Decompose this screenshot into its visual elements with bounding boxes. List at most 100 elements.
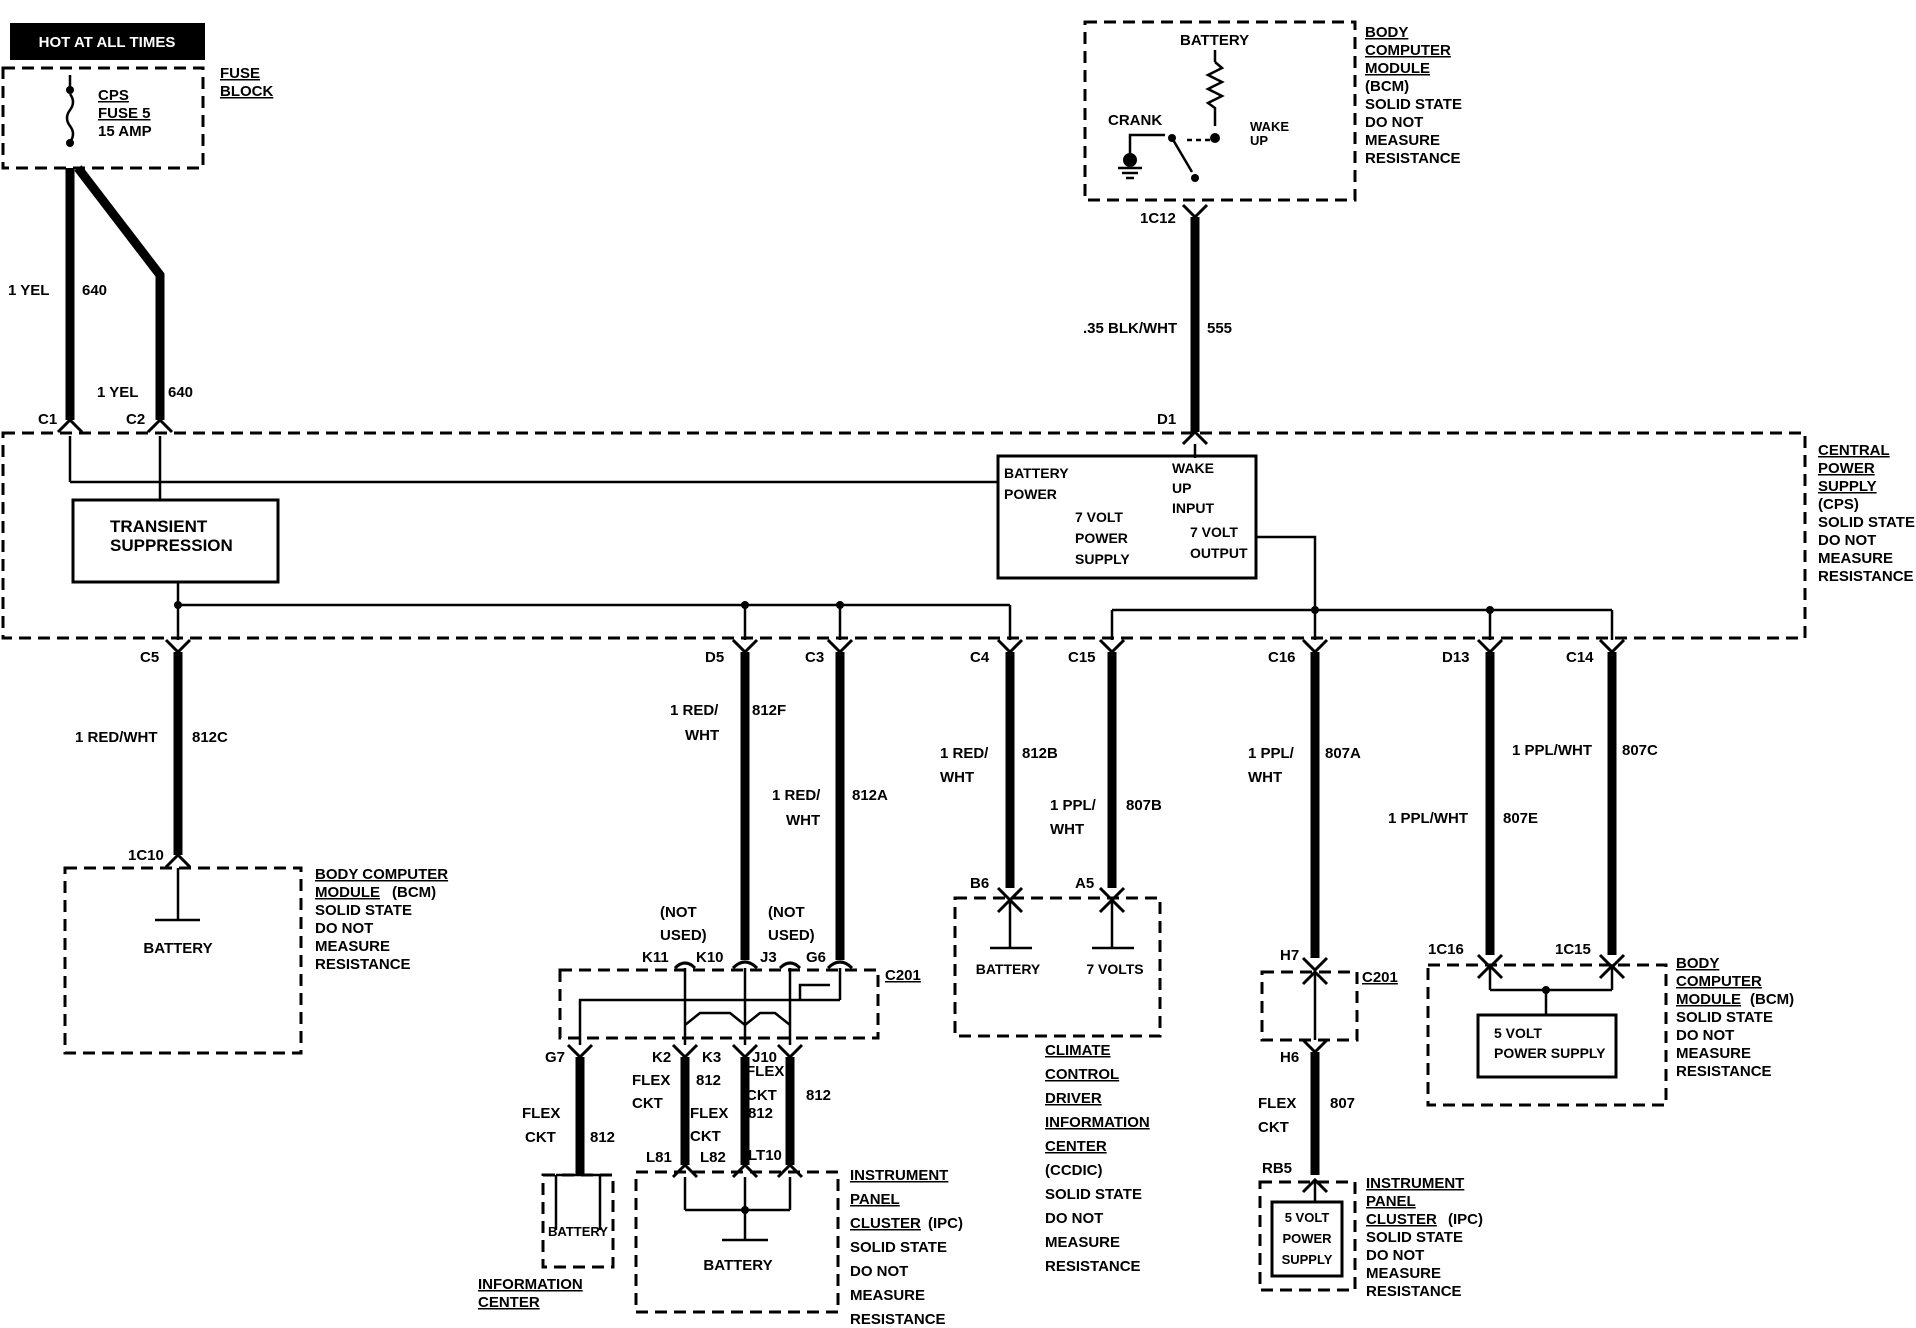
ccdic-info-2: SOLID STATE: [1045, 1186, 1142, 1203]
cps-info-1: (CPS): [1818, 496, 1859, 513]
ccdic: BATTERY 7 VOLTS CLIMATE CONTROL DRIVER I…: [953, 896, 1162, 1275]
wire1-circuit: 640: [82, 282, 107, 299]
ccdic-pin-b6: B6: [970, 875, 989, 892]
wire812b-gauge-2: WHT: [940, 769, 974, 786]
pin-j10: J10: [752, 1049, 777, 1066]
transient-label-1: TRANSIENT: [110, 517, 208, 536]
wires-812f-812a: 1 RED/ WHT 812F 1 RED/ WHT 812A: [670, 652, 888, 960]
transient-label-2: SUPPRESSION: [110, 536, 233, 555]
wake-input-3: INPUT: [1172, 500, 1214, 516]
fuse-label-3: 15 AMP: [98, 123, 152, 140]
pin-k11: K11: [642, 949, 669, 966]
bcm-left-title-2: MODULE: [315, 884, 380, 901]
ipc-left-title-3: CLUSTER: [850, 1215, 921, 1232]
conn-d13: D13: [1442, 649, 1470, 666]
bcm-top-info-5: RESISTANCE: [1365, 150, 1461, 167]
cps-title-1: CENTRAL: [1818, 442, 1890, 459]
c201-right-label: C201: [1362, 969, 1398, 986]
wire807c-gauge: 1 PPL/WHT: [1512, 742, 1592, 759]
ipc-right-title-3: CLUSTER: [1366, 1211, 1437, 1228]
ccdic-info-5: RESISTANCE: [1045, 1258, 1141, 1275]
ipc-right-supply-2: POWER: [1282, 1231, 1332, 1246]
wire-812c: 1 RED/WHT 812C 1C10: [75, 652, 228, 869]
flex-k2-3: 812: [696, 1072, 721, 1089]
bcm-left-title-1: BODY COMPUTER: [315, 866, 448, 883]
cps-info-3: DO NOT: [1818, 532, 1876, 549]
bcm-top-wake-1: WAKE: [1250, 119, 1289, 134]
pin-g7: G7: [545, 1049, 565, 1066]
bcm-left: BATTERY BODY COMPUTER MODULE (BCM) SOLID…: [63, 866, 448, 1055]
ccdic-info-4: MEASURE: [1045, 1234, 1120, 1251]
bcm-right-info-3: DO NOT: [1676, 1027, 1734, 1044]
ccdic-info-3: DO NOT: [1045, 1210, 1103, 1227]
ipc-left-info-4: MEASURE: [850, 1287, 925, 1304]
wire-555: .35 BLK/WHT 555 D1: [1083, 217, 1232, 446]
c201-right-wire-3: 807: [1330, 1095, 1355, 1112]
c201-right: C201 H6 FLEX CKT 807: [1258, 969, 1398, 1175]
flex-j10-2: CKT: [746, 1087, 777, 1104]
bcm-top-crank: CRANK: [1108, 112, 1162, 129]
conn-c2: C2: [126, 411, 145, 428]
wire807e-circuit: 807E: [1503, 810, 1538, 827]
c201-right-wire-2: CKT: [1258, 1119, 1289, 1136]
c201-right-bottom-pin: H6: [1280, 1049, 1299, 1066]
ccdic-pin-a5: A5: [1075, 875, 1094, 892]
ipc-right-info-2: SOLID STATE: [1366, 1229, 1463, 1246]
cps-title-2: POWER: [1818, 460, 1875, 477]
battery-power-1: BATTERY: [1004, 465, 1069, 481]
bcm-left-connector: 1C10: [128, 847, 164, 864]
fuse-block: CPS FUSE 5 15 AMP FUSE BLOCK: [1, 65, 273, 170]
info-center-title-2: CENTER: [478, 1294, 540, 1311]
flex-k2-1: FLEX: [632, 1072, 670, 1089]
ipc-left-pin-3: LT10: [748, 1147, 782, 1164]
bcm-right-title-3: MODULE: [1676, 991, 1741, 1008]
info-center-battery: BATTERY: [548, 1224, 608, 1239]
ccdic-seven-volts: 7 VOLTS: [1086, 961, 1143, 977]
ipc-left-pin-2: L82: [700, 1149, 726, 1166]
flex-k3-1: FLEX: [690, 1105, 728, 1122]
cps-info-2: SOLID STATE: [1818, 514, 1915, 531]
fuse-block-title-2: BLOCK: [220, 83, 273, 100]
wire-807a: 1 PPL/ WHT 807A H7: [1248, 652, 1361, 973]
seven-volt-supply-box: [996, 454, 1258, 580]
ccdic-info-1: (CCDIC): [1045, 1162, 1103, 1179]
seven-volt-supply-2: POWER: [1075, 530, 1128, 546]
ipc-left-info-1: (IPC): [928, 1215, 963, 1232]
hot-label: HOT AT ALL TIMES: [39, 34, 176, 51]
bcm-top-info-3: DO NOT: [1365, 114, 1423, 131]
bcm-top-battery: BATTERY: [1180, 32, 1249, 49]
ipc-left-battery: BATTERY: [703, 1257, 772, 1274]
ipc-right: RB5 5 VOLT POWER SUPPLY INSTRUMENT PANEL…: [1258, 1160, 1483, 1300]
ipc-left-title-2: PANEL: [850, 1191, 900, 1208]
flex-k3-3: 812: [748, 1105, 773, 1122]
flex-g7-2: CKT: [525, 1129, 556, 1146]
pin-k2: K2: [652, 1049, 671, 1066]
bcm-left-info-2: SOLID STATE: [315, 902, 412, 919]
wire807a-gauge-2: WHT: [1248, 769, 1282, 786]
bcm-top-info-1: (BCM): [1365, 78, 1409, 95]
central-power-supply: CENTRAL POWER SUPPLY (CPS) SOLID STATE D…: [1, 431, 1915, 640]
conn-c16: C16: [1268, 649, 1296, 666]
c201-left-label: C201: [885, 967, 921, 984]
bcm-right-info-1: (BCM): [1750, 991, 1794, 1008]
fuse-block-title-1: FUSE: [220, 65, 260, 82]
wires-812b-807b: 1 RED/ WHT 812B 1 PPL/ WHT 807B B6 A5: [940, 652, 1162, 903]
wire555-gauge: .35 BLK/WHT: [1083, 320, 1177, 337]
bcm-top-connector: 1C12: [1140, 210, 1176, 227]
information-center: BATTERY INFORMATION CENTER: [478, 1173, 615, 1311]
conn-c3: C3: [805, 649, 824, 666]
bcm-right-info-5: RESISTANCE: [1676, 1063, 1772, 1080]
seven-volt-output-1: 7 VOLT: [1190, 524, 1238, 540]
ipc-right-info-4: MEASURE: [1366, 1265, 1441, 1282]
ccdic-title-3: DRIVER: [1045, 1090, 1102, 1107]
wire812c-circuit: 812C: [192, 729, 228, 746]
ccdic-title-4: INFORMATION: [1045, 1114, 1150, 1131]
ipc-left-title-1: INSTRUMENT: [850, 1167, 948, 1184]
ipc-right-info-5: RESISTANCE: [1366, 1283, 1462, 1300]
conn-c1: C1: [38, 411, 57, 428]
ipc-right-supply-3: SUPPLY: [1282, 1252, 1333, 1267]
bcm-top: BATTERY CRANK WAKE UP BODY COMPUTER MODU…: [1083, 20, 1462, 227]
wire807b-gauge-2: WHT: [1050, 821, 1084, 838]
bcm-right-title-1: BODY: [1676, 955, 1719, 972]
wire812b-circuit: 812B: [1022, 745, 1058, 762]
